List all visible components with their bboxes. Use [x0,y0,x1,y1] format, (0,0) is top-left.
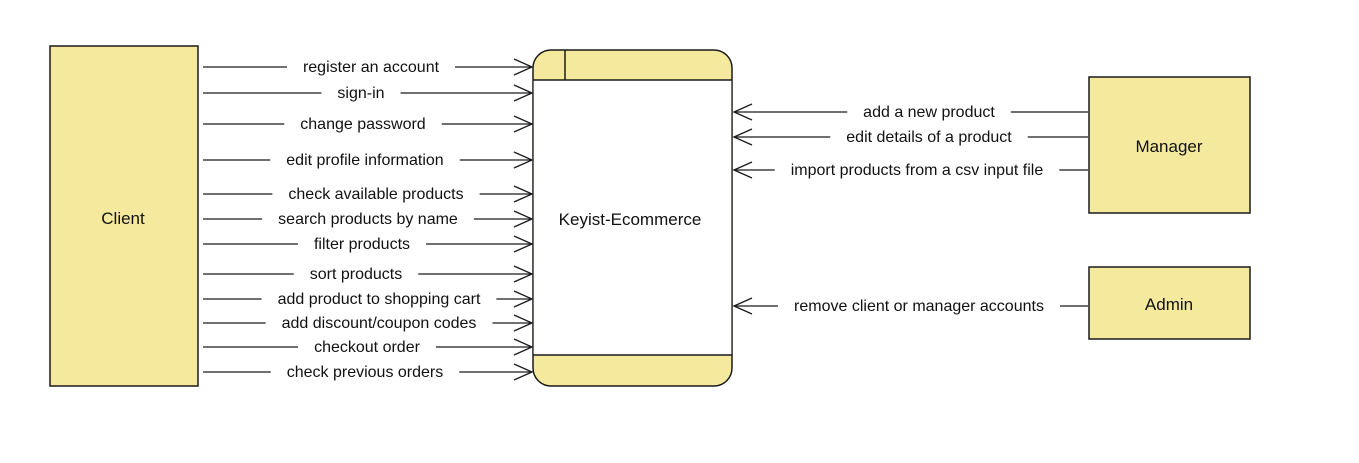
admin-entity[interactable]: Admin [1088,266,1251,340]
client-flow-2-label: sign-in [337,85,384,102]
client-flow-10-label: add discount/coupon codes [282,315,477,332]
client-flow-4-label: edit profile information [286,152,443,169]
client-entity-label: Client [101,209,145,228]
admin-entity-label: Admin [1145,295,1193,314]
manager-flow-3-label: import products from a csv input file [791,162,1044,179]
flows-layer: register an account sign-in change passwor… [203,58,1088,381]
manager-flow-2-arrowhead [732,128,753,146]
client-flow-9[interactable]: add product to shopping cart [203,290,534,308]
client-flow-3[interactable]: change password [203,115,534,133]
manager-flow-1-label: add a new product [863,104,995,121]
manager-flow-1[interactable]: add a new product [732,103,1088,121]
client-flow-11-label: checkout order [314,339,421,356]
admin-flow-1-label: remove client or manager accounts [794,298,1044,315]
client-flow-7[interactable]: filter products [203,235,534,253]
client-flow-12-arrowhead [513,363,534,381]
client-flow-3-arrowhead [513,115,534,133]
manager-flow-3[interactable]: import products from a csv input file [732,161,1088,179]
manager-flow-3-arrowhead [732,161,753,179]
client-flow-1[interactable]: register an account [203,58,534,76]
manager-entity-label: Manager [1135,137,1202,156]
client-flow-11[interactable]: checkout order [203,338,534,356]
client-flow-9-arrowhead [513,290,534,308]
client-flow-1-label: register an account [303,59,440,76]
client-flow-5-label: check available products [288,186,463,203]
client-flow-8-arrowhead [513,265,534,283]
client-flow-10-arrowhead [513,314,534,332]
client-flow-2[interactable]: sign-in [203,84,534,102]
manager-flow-2[interactable]: edit details of a product [732,128,1088,146]
client-flow-5-arrowhead [513,185,534,203]
client-flow-6[interactable]: search products by name [203,210,534,228]
process-node[interactable]: Keyist-Ecommerce [532,49,733,387]
process-label: Keyist-Ecommerce [559,210,702,229]
manager-flow-2-label: edit details of a product [846,129,1012,146]
client-flow-12-label: check previous orders [287,364,444,381]
client-flow-4[interactable]: edit profile information [203,151,534,169]
manager-flow-1-arrowhead [732,103,753,121]
client-flow-9-label: add product to shopping cart [278,291,481,308]
client-flow-3-label: change password [300,116,425,133]
client-flow-6-arrowhead [513,210,534,228]
client-flow-11-arrowhead [513,338,534,356]
admin-flow-1[interactable]: remove client or manager accounts [732,297,1088,315]
manager-entity[interactable]: Manager [1088,76,1251,214]
client-flow-5[interactable]: check available products [203,185,534,203]
client-flow-8[interactable]: sort products [203,265,534,283]
client-flow-7-arrowhead [513,235,534,253]
client-flow-4-arrowhead [513,151,534,169]
client-flow-7-label: filter products [314,236,410,253]
client-flow-2-arrowhead [513,84,534,102]
admin-flow-1-arrowhead [732,297,753,315]
client-entity[interactable]: Client [49,45,199,387]
client-flow-12[interactable]: check previous orders [203,363,534,381]
client-flow-8-label: sort products [310,266,402,283]
client-flow-10[interactable]: add discount/coupon codes [203,314,534,332]
client-flow-6-label: search products by name [278,211,458,228]
client-flow-1-arrowhead [513,58,534,76]
